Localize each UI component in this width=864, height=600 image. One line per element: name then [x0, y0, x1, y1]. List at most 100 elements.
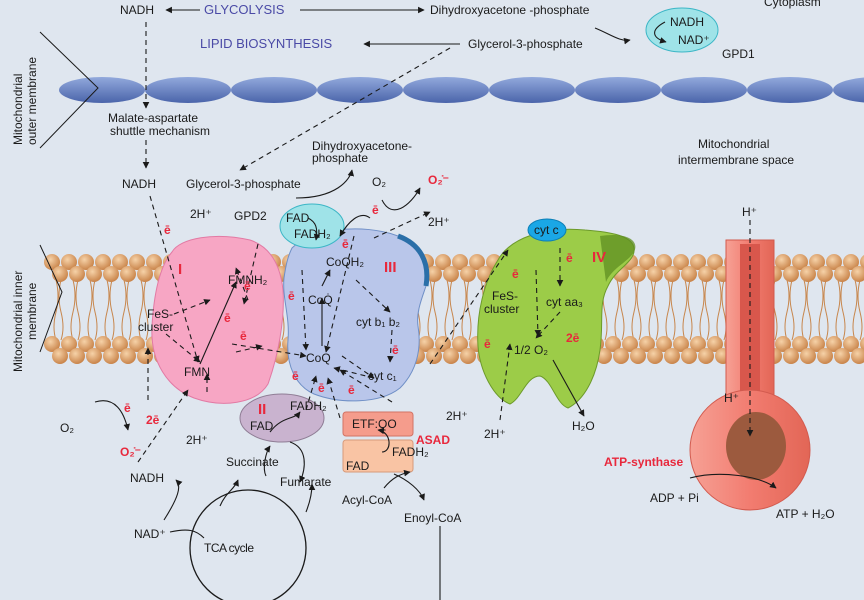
lipid-tail [835, 279, 846, 341]
lipid-tail [631, 279, 642, 341]
lipid-head [435, 254, 451, 270]
lipid-tail [699, 279, 710, 341]
lipid-tail [121, 279, 132, 341]
matrix-o2-label: O₂ [60, 421, 74, 435]
lipid-head [698, 348, 714, 364]
complex-iv-shade [600, 234, 636, 282]
lipid-head [630, 266, 646, 282]
lipid-head [103, 348, 119, 364]
complex-i-fes-label-1: FeS- [147, 307, 173, 321]
lipid-head [69, 266, 85, 282]
outer-membrane-segment [231, 77, 317, 103]
ims-2h-complex1-label: 2H⁺ [190, 207, 212, 221]
intermembrane-label-1: Mitochondrial [698, 137, 769, 151]
lipid-tail [70, 279, 81, 341]
lipid-head [52, 348, 68, 364]
lipid-head [86, 266, 102, 282]
electron-label: ē [566, 251, 573, 265]
half-o2-label: 1/2 O₂ [514, 343, 548, 357]
lipid-tail [852, 279, 863, 341]
lipid-head [95, 254, 111, 270]
cyt-c1-label: cyt c₁ [368, 369, 397, 383]
complex-iv-numeral: IV [592, 249, 606, 266]
gpd1-nad-label: NAD⁺ [678, 33, 710, 47]
lipid-head [120, 348, 136, 364]
lipid-head [775, 336, 791, 352]
lipid-tail [104, 279, 115, 341]
lipid-head [681, 266, 697, 282]
fmn-label: FMN [184, 365, 210, 379]
fumarate-label: Fumarate [280, 475, 332, 489]
complex-ii [239, 393, 325, 443]
asad-enzyme [342, 439, 414, 473]
lipid-head [851, 348, 864, 364]
outer-membrane-segment [145, 77, 231, 103]
lipid-head [817, 266, 833, 282]
lipid-head [69, 348, 85, 364]
lipid-head [647, 266, 663, 282]
complex-i [151, 235, 284, 404]
lipid-head [690, 336, 706, 352]
complex-iv [477, 228, 635, 409]
outer-membrane-segment [489, 77, 575, 103]
lipid-head [800, 348, 816, 364]
outer-membrane-segment [747, 77, 833, 103]
outer-membrane-label-2: outer membrane [25, 57, 39, 145]
lipid-head [613, 348, 629, 364]
lipid-head [52, 266, 68, 282]
lipid-tail [87, 279, 98, 341]
lipid-head [137, 348, 153, 364]
lipid-head [129, 336, 145, 352]
lipid-head [61, 336, 77, 352]
lipid-head [817, 348, 833, 364]
inner-membrane-label-1: Mitochondrial inner [11, 271, 25, 372]
ims-dhap-label-2: phosphate [312, 151, 368, 165]
complex-i-numeral: I [178, 261, 182, 278]
electron-label: ē [240, 329, 247, 343]
electron-label: ē [318, 381, 325, 395]
outer-membrane-segment [575, 77, 661, 103]
complex-iv-fes-label-2: cluster [484, 302, 519, 316]
atp-h-bottom-label: H⁺ [724, 391, 739, 405]
cyt-c [527, 218, 567, 242]
tca-cycle-label: TCA cycle [204, 541, 254, 555]
complex-iv-2e-label: 2ē [566, 331, 580, 345]
matrix-nad-label: NAD⁺ [134, 527, 166, 541]
gpd2-fadh2-label: FADH₂ [294, 227, 331, 241]
inner-membrane-label-2: membrane [25, 282, 39, 340]
lipid-head [146, 254, 162, 270]
outer-membrane-bracket [39, 31, 99, 149]
gpd1-label: GPD1 [722, 47, 755, 61]
lipid-tail [614, 279, 625, 341]
shuttle-label-1: Malate-aspartate [108, 111, 198, 125]
lipid-tail [784, 279, 795, 341]
arrows-solid [94, 6, 777, 600]
lipid-tail [801, 279, 812, 341]
electron-label: ē [224, 311, 231, 325]
electron-label: ē [342, 237, 349, 251]
lipid-head [630, 348, 646, 364]
lipid-tail [461, 279, 472, 341]
ims-g3p-label: Glycerol-3-phosphate [186, 177, 301, 191]
electron-label: ē [392, 343, 399, 357]
lipid-head [826, 336, 842, 352]
ims-superoxide-label: O₂̇⁻ [428, 173, 449, 187]
lipid-head [826, 254, 842, 270]
complex-ii-fad-label: FAD [250, 419, 274, 433]
matrix-2h-complex4-label: 2H⁺ [484, 427, 506, 441]
matrix-superoxide-label: O₂̇⁻ [120, 445, 141, 459]
lipid-head [137, 266, 153, 282]
atp-h2o-label: ATP + H₂O [776, 507, 835, 521]
cyt-aa3-label: cyt aa₃ [546, 295, 583, 309]
arrows-dashed [137, 22, 754, 463]
outer-membrane-segment [661, 77, 747, 103]
electron-label: ē [372, 203, 379, 217]
lipid-head [469, 254, 485, 270]
outer-membrane-segment [833, 77, 864, 103]
cyto-dhap-label: Dihydroxyacetone -phosphate [430, 3, 590, 17]
outer-membrane [59, 77, 864, 103]
lipid-head [664, 266, 680, 282]
